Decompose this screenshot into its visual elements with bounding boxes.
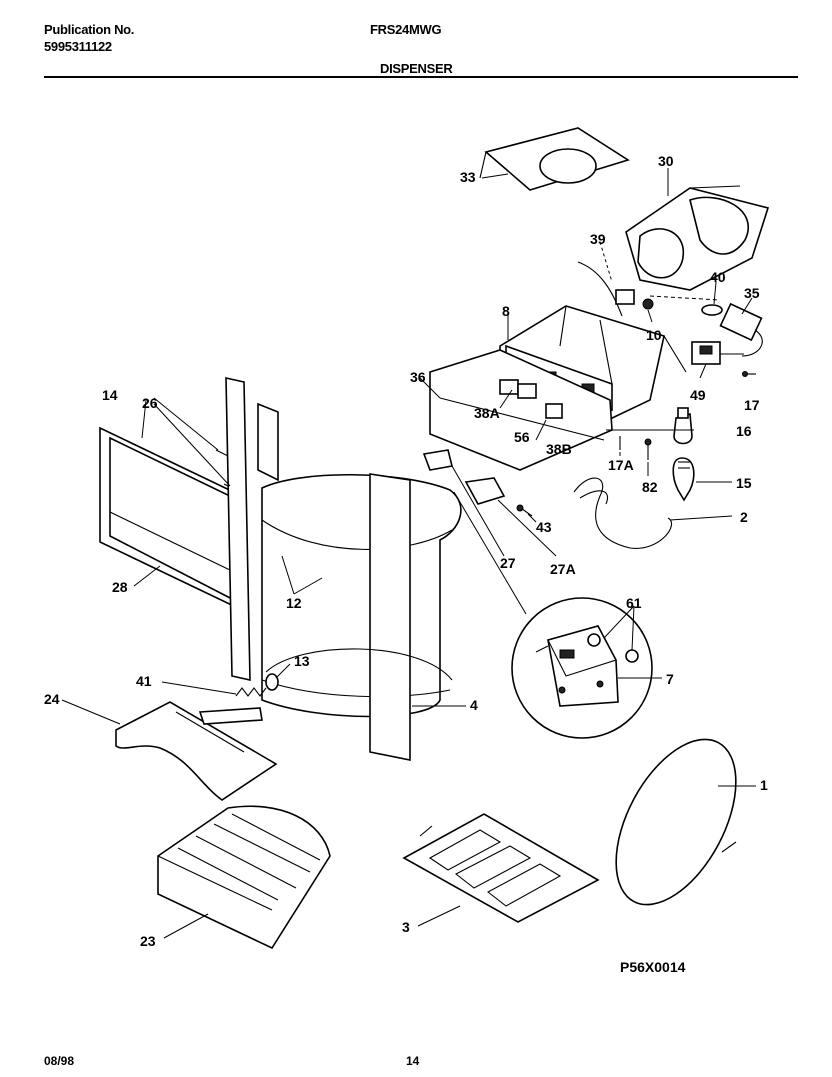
part-35-motor [719,302,763,357]
part-41-spring [235,687,267,697]
callout-16: 16 [736,423,752,439]
callout-30: 30 [658,153,674,169]
callout-4: 4 [470,697,478,713]
callout-39: 39 [590,231,606,247]
callout-38A: 38A [474,405,500,421]
part-2-wire-harness [573,477,673,549]
callout-41: 41 [136,673,152,689]
callout-24: 24 [44,691,60,707]
callout-82: 82 [642,479,658,495]
part-10-screw [642,298,654,310]
part-23-grille [157,805,331,950]
section-title: DISPENSER [380,61,453,76]
part-39-bracket [577,241,635,317]
callout-14: 14 [102,387,118,403]
inset-detail-circle [511,597,653,739]
callout-28: 28 [112,579,128,595]
callout-33: 33 [460,169,476,185]
part-27A-lever [464,477,506,505]
part-16-light-socket [673,407,693,445]
callout-27: 27 [500,555,516,571]
header-rule [44,76,798,78]
part-43-screw [516,504,533,517]
part-33-cover-plate [479,127,630,191]
callout-36: 36 [410,369,426,385]
part-4-cabinet-frame [225,376,462,761]
part-13-bushing [265,673,279,691]
callout-10: 10 [646,327,662,343]
part-24-drip-tray [115,701,278,801]
callout-49: 49 [690,387,706,403]
publication-number: 5995311122 [44,39,112,54]
callout-35: 35 [744,285,760,301]
part-17A-82-screws [619,436,652,460]
part-49-actuator [691,341,744,365]
callout-40: 40 [710,269,726,285]
callout-38B: 38B [546,441,572,457]
callout-1: 1 [760,777,768,793]
part-15-light-bulb [672,457,695,502]
callout-labels: 33 30 39 40 35 8 10 36 49 17 14 26 38A 5… [44,153,768,975]
publication-label: Publication No. [44,22,135,37]
diagram-code: P56X0014 [620,959,686,975]
part-27-lever [422,449,453,471]
callout-13: 13 [294,653,310,669]
part-1-gasket-ring [615,738,737,906]
leader-lines [61,168,756,939]
footer-date: 08/98 [44,1054,75,1068]
callout-2: 2 [740,509,748,525]
callout-56: 56 [514,429,530,445]
model-number: FRS24MWG [370,22,442,37]
callout-12: 12 [286,595,302,611]
part-40-pin [701,304,723,316]
callout-17A: 17A [608,457,634,473]
part-30-chute-housing [625,185,770,291]
callout-43: 43 [536,519,552,535]
part-17-screw [742,371,756,377]
callout-23: 23 [140,933,156,949]
callout-17: 17 [744,397,760,413]
part-3-heater-plate [402,813,600,923]
callout-27A: 27A [550,561,576,577]
callout-26: 26 [142,395,158,411]
callout-3: 3 [402,919,410,935]
callout-61: 61 [626,595,642,611]
callout-15: 15 [736,475,752,491]
part-36-mounting-plate [429,349,613,471]
callout-7: 7 [666,671,674,687]
callout-8: 8 [502,303,510,319]
footer-page-number: 14 [406,1054,420,1068]
